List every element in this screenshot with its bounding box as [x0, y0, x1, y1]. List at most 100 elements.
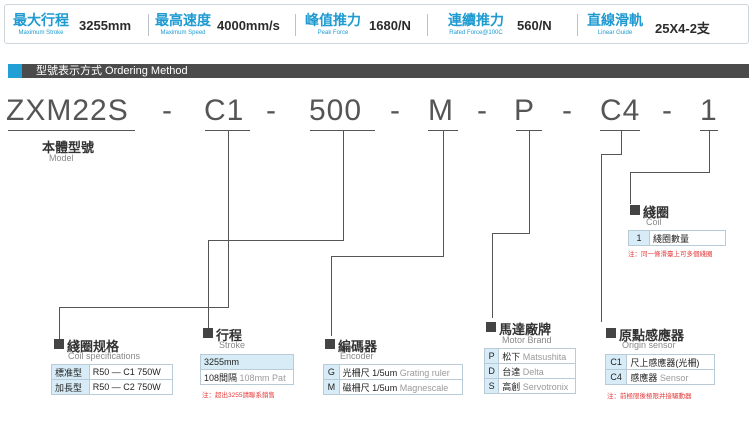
table-cell: R50 — C2 750W	[88, 379, 174, 395]
connector	[208, 240, 209, 328]
bullet-square-icon	[203, 328, 213, 338]
bullet-square-icon	[606, 328, 616, 338]
bullet-square-icon	[325, 339, 335, 349]
divider	[427, 14, 428, 36]
cell-text-en: 108mm Pat	[239, 372, 286, 383]
divider	[295, 14, 296, 36]
spec-label-en: Rated Force@100C	[449, 30, 503, 36]
table-cell: S	[483, 378, 500, 394]
table-row: S 高創 Servotronix	[483, 378, 576, 394]
underline	[8, 130, 135, 131]
table-cell: 108間隔 108mm Pat	[200, 369, 294, 385]
code-origin: C4	[600, 94, 641, 127]
origin-table: C1 尺上感應器(光柵) C4 感應器 Sensor	[604, 354, 715, 385]
connector	[443, 130, 444, 256]
table-row: P 松下 Matsushita	[483, 348, 576, 364]
connector	[492, 233, 493, 318]
origin-note: 注：前極限後極限并接驅動器	[607, 393, 692, 400]
coil-title: 綫圈	[643, 205, 670, 220]
code-model: ZXM22S	[6, 94, 129, 127]
code-dash: -	[662, 94, 673, 127]
cell-text-en: Grating ruler	[399, 367, 450, 378]
code-dash: -	[162, 94, 173, 127]
connector	[601, 154, 622, 155]
table-row: D 台達 Delta	[483, 363, 576, 379]
table-cell: G	[323, 364, 340, 380]
connector	[630, 172, 631, 204]
connector	[331, 256, 332, 336]
table-row: G 光柵尺 1/5um Grating ruler	[323, 364, 464, 380]
spec-rated-force: 連續推力 Rated Force@100C 560/N	[433, 5, 573, 45]
stroke-table: 3255mm 108間隔 108mm Pat	[200, 354, 294, 385]
code-stroke: 500	[309, 94, 363, 127]
connector	[331, 256, 444, 257]
cell-text: 松下	[502, 351, 521, 362]
table-cell: 磁柵尺 1/5um Magnescale	[338, 379, 464, 395]
connector	[492, 233, 530, 234]
table-cell: P	[483, 348, 500, 364]
encoder-title: 編碼器	[338, 339, 378, 354]
coil-table: 1 綫圈數量	[628, 230, 726, 246]
table-row: 加長型 R50 — C2 750W	[51, 379, 174, 395]
spec-max-speed: 最高速度 Maximum Speed 4000mm/s	[153, 5, 298, 45]
cell-text: 108間隔	[204, 372, 238, 383]
spec-bar: 最大行程 Maximum Stroke 3255mm 最高速度 Maximum …	[4, 4, 749, 44]
underline	[310, 130, 375, 131]
table-cell: M	[323, 379, 340, 395]
underline	[600, 130, 640, 131]
origin-title: 原點感應器	[619, 328, 685, 343]
table-cell: 松下 Matsushita	[498, 348, 576, 364]
table-row: 3255mm	[200, 354, 294, 370]
stroke-note: 注：超出3255請聯系銷售	[202, 392, 275, 399]
spec-linear-guide: 直線滑軌 Linear Guide 25X4-2支	[583, 5, 743, 45]
cell-text: 高創	[502, 381, 521, 392]
cell-text: 3255mm	[204, 357, 240, 367]
spec-label: 最高速度	[155, 12, 211, 28]
bullet-square-icon	[630, 205, 640, 215]
table-cell: C1	[604, 354, 628, 370]
underline	[205, 130, 250, 131]
model-title: 本體型號	[42, 140, 95, 155]
cell-text: 尺上感應器(光柵)	[630, 357, 700, 368]
table-cell: 高創 Servotronix	[498, 378, 576, 394]
table-cell: 台達 Delta	[498, 363, 576, 379]
code-coil: 1	[700, 94, 718, 127]
origin-title-en: Origin sensor	[622, 340, 676, 350]
connector	[709, 130, 710, 173]
connector	[343, 130, 344, 240]
section-title: 型號表示方式 Ordering Method	[36, 65, 188, 77]
table-cell: 綫圈數量	[649, 230, 726, 246]
cell-text: 感應器	[630, 372, 658, 383]
table-row: 1 綫圈數量	[628, 230, 726, 246]
cell-text-en: Delta	[522, 366, 544, 377]
divider	[148, 14, 149, 36]
code-dash: -	[562, 94, 573, 127]
connector	[529, 130, 530, 234]
spec-label: 直線滑軌	[587, 12, 643, 28]
coil-spec-title: 綫圈规格	[67, 339, 120, 354]
code-coil-spec: C1	[204, 94, 245, 127]
table-cell: R50 — C1 750W	[88, 364, 174, 380]
connector	[601, 154, 602, 322]
divider	[577, 14, 578, 36]
cell-text: 光柵尺 1/5um	[342, 367, 398, 378]
connector	[59, 307, 60, 341]
bullet-square-icon	[486, 322, 496, 332]
spec-value: 560/N	[517, 18, 552, 33]
table-cell: C4	[604, 369, 628, 385]
encoder-table: G 光柵尺 1/5um Grating ruler M 磁柵尺 1/5um Ma…	[323, 364, 464, 395]
table-row: 標准型 R50 — C1 750W	[51, 364, 174, 380]
spec-label-en: Peak Force	[317, 30, 349, 36]
table-cell: 加長型	[51, 379, 90, 395]
table-row: C1 尺上感應器(光柵)	[604, 354, 715, 370]
coil-spec-table: 標准型 R50 — C1 750W 加長型 R50 — C2 750W	[51, 364, 174, 395]
spec-label: 最大行程	[13, 12, 69, 28]
spec-label: 峰值推力	[305, 12, 361, 28]
cell-text-en: Matsushita	[522, 351, 567, 362]
stroke-title-en: Stroke	[219, 340, 246, 350]
stroke-title: 行程	[216, 328, 243, 343]
motor-table: P 松下 Matsushita D 台達 Delta S 高創 Servotro…	[483, 348, 576, 394]
connector	[621, 130, 622, 155]
spec-value: 4000mm/s	[217, 18, 280, 33]
connector	[228, 130, 229, 308]
